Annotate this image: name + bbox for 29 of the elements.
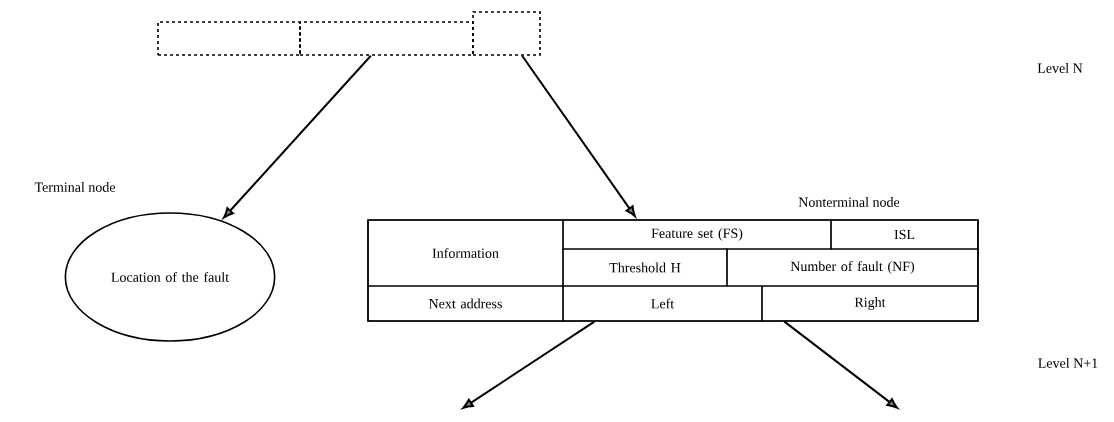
table-cell xyxy=(367,285,564,322)
node-text: Threshold H xyxy=(609,262,681,273)
level-label: Level N xyxy=(1037,63,1083,73)
arrow xyxy=(462,320,596,409)
node-text: Next address xyxy=(429,298,502,309)
arrow xyxy=(223,54,372,219)
table-cell xyxy=(562,219,832,250)
node-text: Information xyxy=(432,248,499,258)
terminal-node-ellipse xyxy=(64,212,276,342)
node-text: Number of fault (NF) xyxy=(790,261,915,274)
table-cell xyxy=(830,219,979,250)
table-cell xyxy=(562,248,728,287)
arrow xyxy=(783,320,898,409)
node-caption: Nonterminal node xyxy=(798,197,900,207)
dashed-cell xyxy=(157,21,301,56)
node-text: Feature set (FS) xyxy=(651,228,743,241)
dashed-cell xyxy=(472,11,541,56)
dashed-cell xyxy=(299,21,474,56)
table-cell xyxy=(367,219,564,287)
table-cell xyxy=(761,285,979,322)
node-text: Location of the fault xyxy=(111,272,230,282)
node-caption: Terminal node xyxy=(34,182,116,192)
arrow xyxy=(521,54,636,217)
level-label: Level N+1 xyxy=(1038,358,1098,368)
table-cell xyxy=(562,285,763,322)
node-text: Left xyxy=(651,298,675,309)
node-text: ISL xyxy=(894,229,915,240)
table-cell xyxy=(726,248,979,287)
node-text: Right xyxy=(854,297,886,310)
